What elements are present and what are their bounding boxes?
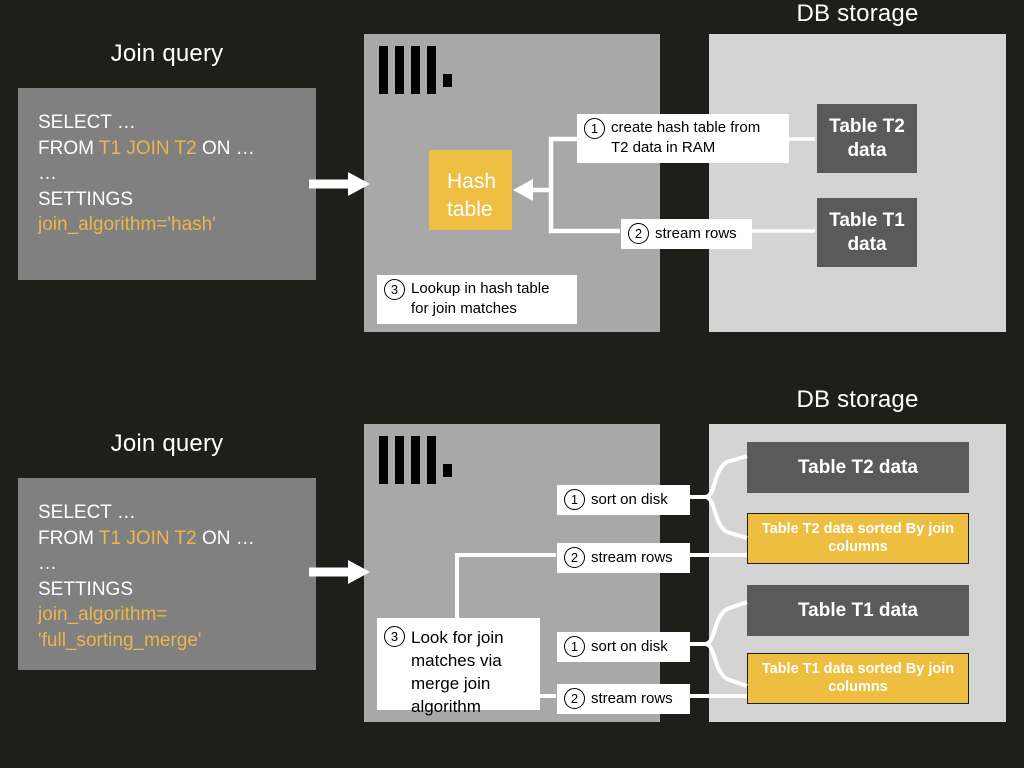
callout-text-3: Look for join matches via merge join alg… [411, 628, 504, 716]
callout-text-2: stream rows [591, 548, 673, 566]
callout-text-2: stream rows [655, 224, 737, 242]
bottom-callout-1-sort-t1: 1 sort on disk [557, 632, 690, 662]
query-line-select: SELECT … [38, 502, 136, 523]
callout-text-2: stream rows [591, 689, 673, 707]
callout-number-1: 1 [564, 636, 585, 657]
callout-number-3: 3 [384, 626, 405, 647]
callout-number-3: 3 [384, 279, 405, 300]
query-join-tables: T1 JOIN T2 [98, 527, 197, 549]
top-db-storage-title: DB storage [796, 0, 919, 27]
table-chip-t2-data: Table T2 data [747, 442, 969, 493]
callout-text-3: Lookup in hash table for join matches [411, 280, 550, 317]
callout-number-2: 2 [564, 547, 585, 568]
bottom-callout-1-sort-t2: 1 sort on disk [557, 485, 690, 515]
top-callout-2: 2 stream rows [621, 219, 752, 249]
query-line-settings: SETTINGS [38, 578, 134, 600]
callout-number-2: 2 [628, 223, 649, 244]
query-join-tables: T1 JOIN T2 [98, 137, 197, 159]
callout-number-1: 1 [584, 118, 605, 139]
top-callout-3: 3 Lookup in hash table for join matches [377, 275, 577, 324]
hash-table-label-line2: table [447, 198, 493, 221]
bottom-db-storage-title: DB storage [796, 386, 919, 413]
bottom-join-query-title: Join query [110, 430, 224, 457]
query-line-join-algorithm: join_algorithm='hash' [38, 214, 216, 235]
table-chip-t1-sorted: Table T1 data sorted By join columns [747, 653, 969, 704]
hash-table-box: Hash table [429, 150, 512, 230]
query-line-select: SELECT … [38, 112, 136, 133]
bottom-query-box: SELECT … FROM T1 JOIN T2 ON … … SETTINGS… [18, 478, 316, 670]
query-from-keyword: FROM [38, 137, 99, 159]
query-from-keyword: FROM [38, 527, 99, 549]
table-chip-t1-data: Table T1 data [747, 585, 969, 636]
callout-number-2: 2 [564, 688, 585, 709]
table-chip-t1: Table T1 data [817, 198, 917, 267]
top-join-query-title: Join query [110, 40, 224, 67]
query-on-clause: ON … [196, 137, 255, 159]
query-on-clause: ON … [196, 527, 255, 549]
clickhouse-logo [379, 46, 459, 94]
top-callout-1: 1 create hash table from T2 data in RAM [577, 114, 789, 163]
callout-number-1: 1 [564, 489, 585, 510]
table-chip-t2-sorted: Table T2 data sorted By join columns [747, 513, 969, 564]
top-db-storage-panel: Table T2 data Table T1 data [709, 34, 1006, 332]
bottom-callout-2-stream-t2: 2 stream rows [557, 543, 690, 573]
table-chip-t2: Table T2 data [817, 104, 917, 173]
bottom-callout-2-stream-t1: 2 stream rows [557, 684, 690, 714]
callout-text-1: create hash table from T2 data in RAM [611, 119, 761, 156]
top-query-box: SELECT … FROM T1 JOIN T2 ON … … SETTINGS… [18, 88, 316, 280]
callout-text-1: sort on disk [591, 490, 668, 508]
query-line-join-algorithm-value: 'full_sorting_merge' [38, 629, 202, 651]
callout-text-1: sort on disk [591, 637, 668, 655]
bottom-db-storage-panel: Table T2 data Table T2 data sorted By jo… [709, 424, 1006, 722]
query-line-settings: SETTINGS [38, 188, 134, 210]
bottom-callout-3-merge-join: 3 Look for join matches via merge join a… [377, 618, 540, 716]
query-line-from: FROM T1 JOIN T2 ON … [38, 136, 296, 162]
query-line-join-algorithm: join_algorithm= [38, 604, 168, 625]
clickhouse-logo [379, 436, 459, 484]
hash-table-label-line1: Hash [447, 170, 497, 193]
query-line-from: FROM T1 JOIN T2 ON … [38, 526, 296, 552]
query-line-ellipsis: … [38, 553, 57, 574]
query-line-ellipsis: … [38, 163, 57, 184]
